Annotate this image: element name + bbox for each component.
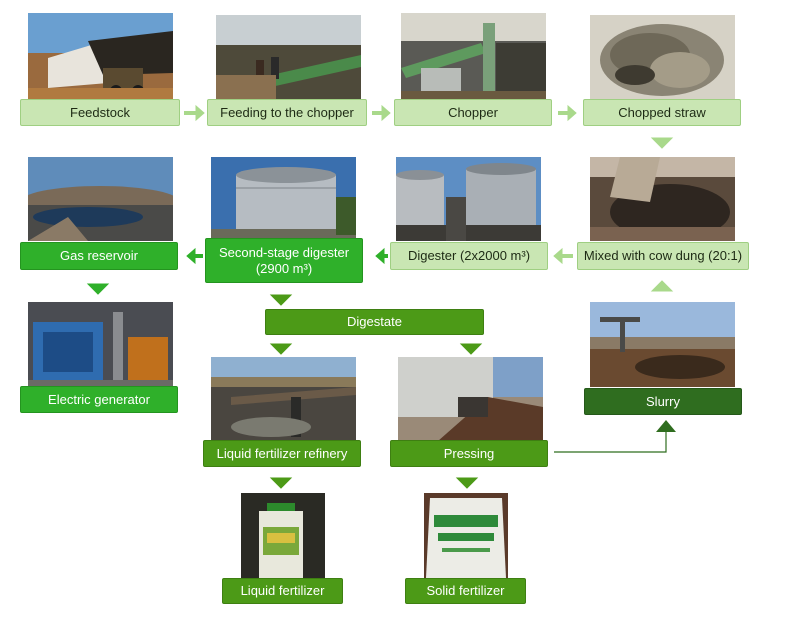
arrow-pressing-to-solid: [455, 477, 479, 489]
arrow-pressing-to-slurry: [554, 420, 676, 453]
solid-fertilizer-label: Solid fertilizer: [405, 578, 526, 604]
arrow-gas-to-generator: [86, 283, 110, 295]
arrow-digestate-to-refinery: [269, 343, 293, 355]
feeding-photo: [216, 15, 361, 100]
arrow-refinery-to-liquid: [269, 477, 293, 489]
second-stage-digester-photo: [211, 157, 356, 241]
liquid-refinery-photo: [211, 357, 356, 441]
liquid-fertilizer-label: Liquid fertilizer: [222, 578, 343, 604]
second-stage-line1: Second-stage digester: [218, 244, 350, 260]
feeding-label: Feeding to the chopper: [207, 99, 367, 126]
arrow-slurry-to-mixed: [650, 280, 674, 292]
electric-generator-label: Electric generator: [20, 386, 178, 413]
arrow-straw-to-mixed: [650, 137, 674, 149]
digester-photo: [396, 157, 541, 241]
chopped-straw-photo: [590, 15, 735, 100]
liquid-refinery-label: Liquid fertilizer refinery: [203, 440, 361, 467]
slurry-label: Slurry: [584, 388, 742, 415]
liquid-fertilizer-photo: [241, 493, 325, 578]
pressing-label: Pressing: [390, 440, 548, 467]
mixed-photo: [590, 157, 735, 241]
arrow-mixed-to-digester: [553, 247, 573, 265]
feedstock-label: Feedstock: [20, 99, 180, 126]
arrow-feedstock-to-feeding: [184, 104, 205, 122]
mixed-label: Mixed with cow dung (20:1): [577, 242, 749, 270]
chopper-label: Chopper: [394, 99, 552, 126]
chopper-photo: [401, 13, 546, 100]
chopped-straw-label: Chopped straw: [583, 99, 741, 126]
arrow-second-stage-to-gas: [186, 247, 203, 265]
gas-reservoir-label: Gas reservoir: [20, 242, 178, 270]
gas-reservoir-photo: [28, 157, 173, 241]
arrow-feeding-to-chopper: [372, 104, 391, 122]
feedstock-photo: [28, 13, 173, 100]
second-stage-digester-label: Second-stage digester (2900 m³): [205, 238, 363, 283]
second-stage-line2: (2900 m³): [255, 260, 313, 276]
solid-fertilizer-photo: [424, 493, 508, 578]
arrow-second-stage-to-digestate: [269, 294, 293, 306]
slurry-photo: [590, 302, 735, 387]
pressing-photo: [398, 357, 543, 441]
digestate-label: Digestate: [265, 309, 484, 335]
arrow-digester-to-second-stage: [375, 247, 388, 265]
arrow-digestate-to-pressing: [459, 343, 483, 355]
electric-generator-photo: [28, 302, 173, 387]
digester-label: Digester (2x2000 m³): [390, 242, 548, 270]
arrow-chopper-to-straw: [558, 104, 577, 122]
